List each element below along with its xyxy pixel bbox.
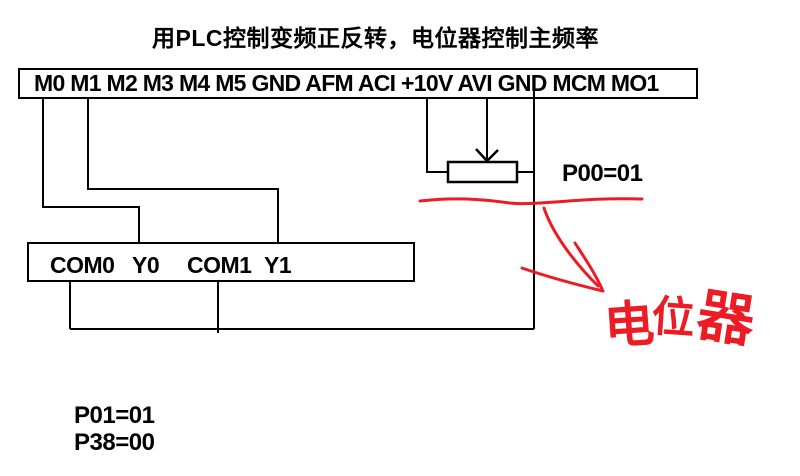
terminal-y0: Y0 (132, 252, 160, 278)
red-arrow-barb-left (520, 266, 605, 293)
param-p00: P00=01 (562, 160, 643, 187)
red-arrow-barb-right (573, 241, 604, 291)
inverter-terminal-labels: M0 M1 M2 M3 M4 M5 GND AFM ACI +10V AVI G… (34, 70, 659, 96)
annotation-char-2: 位 (650, 292, 697, 344)
diagram-title: 用PLC控制变频正反转，电位器控制主频率 (152, 25, 599, 51)
inverter-terminal-strip: M0 M1 M2 M3 M4 M5 GND AFM ACI +10V AVI G… (18, 68, 698, 99)
terminal-com0: COM0 (50, 252, 115, 278)
param-p38: P38=00 (74, 429, 155, 456)
wire-10v-to-pot (426, 97, 448, 173)
red-arrow-shaft (542, 206, 600, 288)
wire-m1-to-y1 (87, 99, 279, 257)
annotation-char-1: 电 (602, 295, 657, 355)
terminal-y1: Y1 (264, 252, 292, 278)
potentiometer-body (446, 160, 519, 184)
plc-output-strip: COM0 Y0 COM1 Y1 (27, 242, 415, 282)
red-underline (418, 197, 644, 206)
wire-m0-to-y0 (42, 99, 140, 256)
terminal-com1: COM1 (187, 252, 252, 278)
param-p01: P01=01 (74, 402, 155, 429)
